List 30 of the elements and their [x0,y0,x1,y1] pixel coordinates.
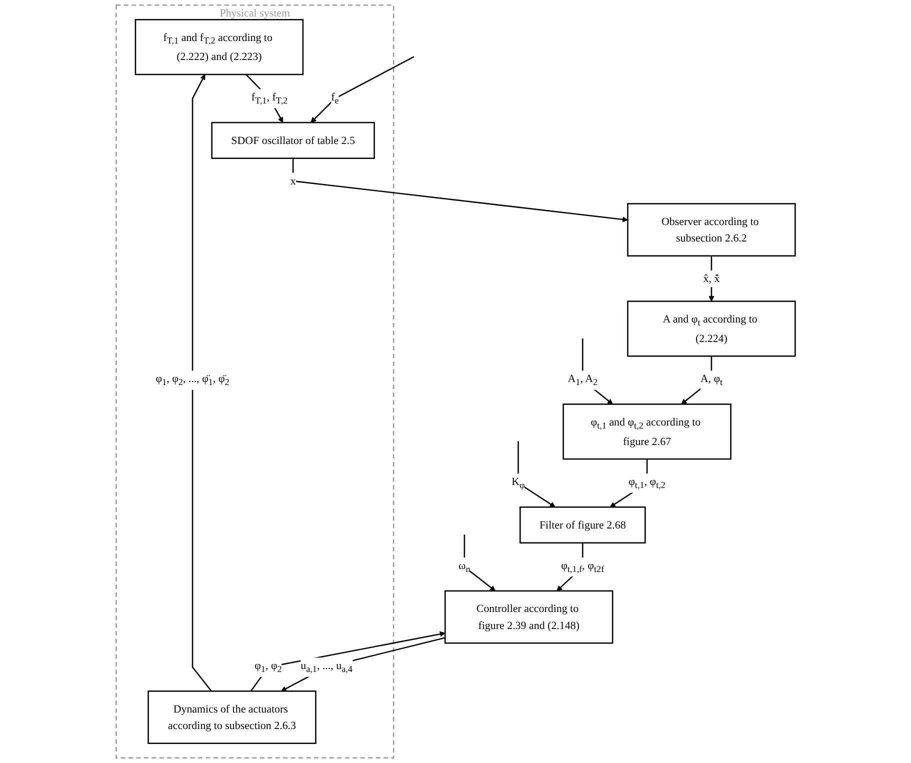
arrow [250,631,446,692]
arrow [292,158,628,222]
node-box: Observer according to subsection 2.6.2 [626,203,796,257]
edge-label: A$_{1}$, A$_{2}$ [568,372,598,388]
edge-label: x̂, x̂̇ [703,272,720,285]
edge-label: f$_{T,1}$, f$_{T,2}$ [251,90,288,106]
arrow [280,637,446,692]
node-box: Filter of figure 2.68 [519,506,646,544]
edge-label: φ$_{1}$, φ$_{2}$ [254,660,282,675]
edge-label: f$_{e}$ [330,90,339,106]
arrow [310,56,414,123]
edge-label: φ$_{1}$, φ$_{2}$, ..., φ̈$_{1}$, φ̈$_{2}$ [156,372,230,388]
node-box: φ$_{t,1}$ and φ$_{t,2}$ according to figure 2.67 [562,404,732,460]
node-box: SDOF oscillator of table 2.5 [211,122,375,159]
arrow [464,534,496,592]
arrow [192,74,212,692]
node-box: Dynamics of the actuators according to subsection 2.6.3 [147,690,316,744]
node-box: Controller according to figure 2.39 and (2.148) [444,590,614,644]
node-box: A and φ$_{t}$ according to (2.224) [626,300,796,357]
edge-label: u$_{a,1}$, ..., u$_{a,4}$ [300,660,352,675]
edge-label: x [290,174,296,187]
edge-label: φ$_{t,1,f}$, φ$_{t2f}$ [561,559,604,574]
edge-label: A, φ$_{t}$ [700,372,722,388]
node-box: f$_{T,1}$ and f$_{T,2}$ according to (2.222) and (2.223) [134,19,304,76]
arrow [708,256,714,302]
edge-label: K$_{φ}$ [511,475,525,491]
edge-label: ω$_{n}$ [458,559,470,574]
arrow [680,356,712,404]
arrow [517,441,556,508]
edge-label: φ$_{t,1}$, φ$_{t,2}$ [628,475,666,491]
